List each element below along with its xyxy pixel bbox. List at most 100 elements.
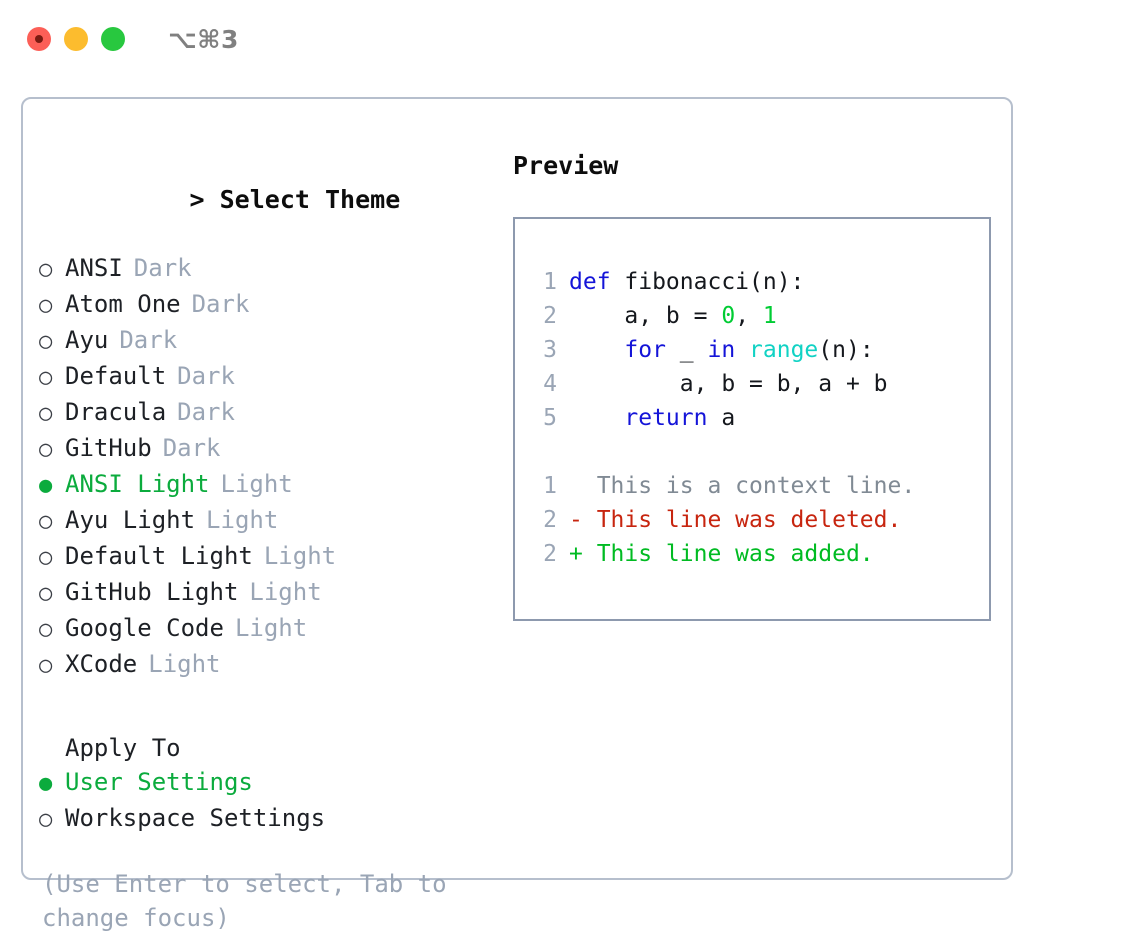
theme-variant-tag: Light: [263, 542, 337, 570]
keyboard-hint: (Use Enter to select, Tab to change focu…: [42, 870, 447, 932]
code-token: 1: [762, 303, 777, 329]
theme-variant-tag: Dark: [119, 326, 178, 354]
code-token: fibonacci(n):: [610, 269, 805, 295]
theme-option-github-light[interactable]: ○ GitHub Light Light: [39, 575, 503, 611]
code-token: (n):: [818, 337, 874, 363]
window-title: ⌥⌘3: [168, 24, 239, 54]
theme-option-label: Atom One: [65, 290, 181, 318]
radio-selected-icon: ●: [39, 771, 53, 796]
apply-to-option-workspace-settings[interactable]: ○Workspace Settings: [39, 801, 503, 837]
theme-variant-tag: Light: [249, 578, 322, 606]
theme-option-xcode[interactable]: ○ XCode Light: [39, 647, 503, 683]
theme-option-label: ANSI: [65, 254, 123, 282]
apply-to-heading: Apply To: [65, 734, 181, 762]
apply-to-list: ● User Settings ○Workspace Settings: [39, 765, 503, 837]
code-token: 0: [721, 303, 736, 329]
diff-line: 1 This is a context line.: [527, 469, 989, 503]
minimize-button-icon[interactable]: [64, 27, 88, 51]
code-token: ,: [735, 303, 763, 329]
theme-option-label: Ayu Light: [65, 506, 196, 534]
line-number: 2: [543, 541, 557, 567]
theme-option-label: GitHub Light: [65, 578, 239, 606]
theme-option-label: Default Light: [65, 542, 253, 570]
theme-variant-tag: Dark: [177, 398, 235, 426]
radio-unselected-icon: ○: [39, 437, 53, 462]
theme-picker-heading: > Select Theme: [39, 149, 503, 251]
apply-to-option-user-settings[interactable]: ● User Settings: [39, 765, 503, 801]
line-number: 2: [543, 303, 557, 329]
code-token: a, b =: [569, 303, 722, 329]
theme-variant-tag: Dark: [177, 362, 235, 390]
diff-line: 2- This line was deleted.: [527, 503, 989, 537]
line-number: 1: [543, 269, 557, 295]
radio-unselected-icon: ○: [39, 365, 53, 390]
code-token: a: [707, 405, 736, 431]
radio-selected-icon: ●: [39, 473, 53, 498]
theme-option-label: XCode: [65, 650, 138, 678]
code-token: This is a context line.: [569, 473, 916, 499]
diff-line: 2 + This line was added.: [527, 537, 989, 571]
line-number: 5: [543, 405, 557, 431]
radio-unselected-icon: ○: [39, 545, 53, 570]
theme-option-atom-one[interactable]: ○ Atom One Dark: [39, 287, 503, 323]
line-number: 2: [543, 507, 557, 533]
radio-unselected-icon: ○: [39, 581, 53, 606]
code-token: range: [749, 337, 819, 363]
theme-variant-tag: Light: [206, 506, 279, 534]
theme-option-label: GitHub: [65, 434, 152, 462]
theme-variant-tag: Light: [220, 470, 293, 498]
code-token: def: [569, 269, 611, 295]
code-token: a, b = b, a + b: [569, 371, 888, 397]
code-token: [735, 333, 749, 367]
code-token: _: [665, 337, 708, 363]
radio-unselected-icon: ○: [39, 509, 53, 534]
code-line: 2 a, b = 0, 1: [527, 299, 989, 333]
radio-unselected-icon: ○: [39, 617, 53, 642]
theme-variant-tag: Light: [148, 650, 221, 678]
maximize-button-icon[interactable]: [101, 27, 125, 51]
theme-option-label: Dracula: [65, 398, 167, 426]
theme-option-label: Ayu: [65, 326, 109, 354]
code-token: in: [707, 337, 736, 363]
code-token: + This line was added.: [569, 541, 874, 567]
code-token: return: [624, 405, 708, 431]
code-token: [569, 401, 624, 435]
apply-to-option-label: User Settings: [65, 768, 253, 796]
close-button-icon[interactable]: [27, 27, 51, 51]
line-number: 1: [543, 473, 557, 499]
traffic-light-group: [27, 27, 125, 51]
apply-to-option-label: Workspace Settings: [65, 804, 326, 832]
heading-caret: >: [189, 185, 220, 214]
radio-unselected-icon: ○: [39, 653, 53, 678]
theme-variant-tag: Dark: [133, 254, 192, 282]
radio-unselected-icon: ○: [39, 293, 53, 318]
code-token: [569, 333, 624, 367]
page-title: Select Theme: [219, 185, 401, 214]
code-line: 4 a, b = b, a + b: [527, 367, 989, 401]
diff-sample: 1 This is a context line.2- This line wa…: [527, 469, 989, 571]
theme-option-label: Google Code: [65, 614, 224, 642]
line-number: 3: [543, 337, 557, 363]
theme-option-default[interactable]: ○ Default Dark: [39, 359, 503, 395]
theme-option-ansi-light[interactable]: ● ANSI Light Light: [39, 467, 503, 503]
theme-option-ayu-light[interactable]: ○ Ayu Light Light: [39, 503, 503, 539]
code-line: 3 for _ in range(n):: [527, 333, 989, 367]
theme-option-default-light[interactable]: ○ Default Light Light: [39, 539, 503, 575]
code-line: 1 def fibonacci(n):: [527, 265, 989, 299]
code-line: 5 return a: [527, 401, 989, 435]
theme-option-label: Default: [65, 362, 167, 390]
theme-variant-tag: Dark: [191, 290, 250, 318]
title-bar: ⌥⌘3: [0, 0, 1140, 78]
theme-option-label: ANSI Light: [65, 470, 210, 498]
